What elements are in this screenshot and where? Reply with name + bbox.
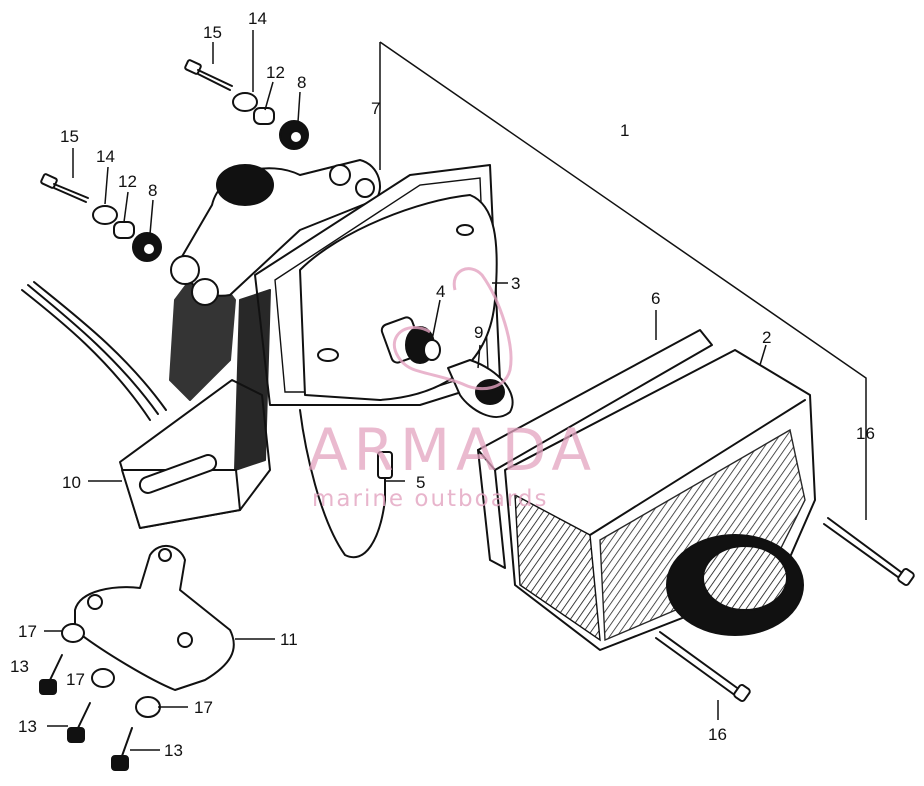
callout-16-bottom: 16 bbox=[708, 725, 727, 744]
callout-9: 9 bbox=[474, 323, 483, 342]
callout-15-upper: 15 bbox=[203, 23, 222, 42]
callout-17-a: 17 bbox=[18, 622, 37, 641]
callout-13-c: 13 bbox=[164, 741, 183, 760]
callout-17-b: 17 bbox=[66, 670, 85, 689]
hardware-lower-set bbox=[39, 623, 161, 771]
hardware-upper-set bbox=[184, 59, 309, 150]
callout-6: 6 bbox=[651, 289, 660, 308]
callout-13-a: 13 bbox=[10, 657, 29, 676]
callout-3: 3 bbox=[511, 274, 520, 293]
part-2-lens bbox=[504, 349, 816, 651]
callout-17-c: 17 bbox=[194, 698, 213, 717]
watermark-brand: ARMADA bbox=[308, 416, 597, 484]
watermark-emblem-icon bbox=[392, 267, 513, 391]
part-11-plate-bracket bbox=[74, 545, 235, 691]
assembly-bracket-1 bbox=[379, 41, 867, 520]
callout-labels: 1 2 3 4 5 6 7 8 8 9 10 11 12 12 13 13 13… bbox=[10, 9, 875, 760]
callout-5: 5 bbox=[416, 473, 425, 492]
callout-12-upper: 12 bbox=[266, 63, 285, 82]
watermark: ARMADA marine outboards bbox=[308, 267, 597, 512]
callout-8-upper: 8 bbox=[297, 73, 306, 92]
callout-8-middle: 8 bbox=[148, 181, 157, 200]
callout-1: 1 bbox=[620, 121, 629, 140]
callout-11: 11 bbox=[280, 630, 298, 649]
callout-7: 7 bbox=[371, 99, 380, 118]
part-5-wire-clip bbox=[299, 409, 393, 558]
hardware-middle-set bbox=[40, 173, 162, 262]
callout-15-middle: 15 bbox=[60, 127, 79, 146]
callout-13-b: 13 bbox=[18, 717, 37, 736]
callout-4: 4 bbox=[436, 282, 445, 301]
part-10-mounting-bracket bbox=[21, 259, 271, 529]
callout-14-upper: 14 bbox=[248, 9, 267, 28]
callout-12-middle: 12 bbox=[118, 172, 137, 191]
callout-10: 10 bbox=[62, 473, 81, 492]
watermark-tagline: marine outboards bbox=[312, 486, 548, 512]
callout-14-middle: 14 bbox=[96, 147, 115, 166]
leader-lines bbox=[44, 30, 767, 751]
callout-16-right: 16 bbox=[856, 424, 875, 443]
part-6-gasket bbox=[477, 329, 713, 569]
callout-2: 2 bbox=[762, 328, 771, 347]
part-3-reflector bbox=[299, 194, 498, 401]
part-16-screws bbox=[655, 517, 915, 702]
